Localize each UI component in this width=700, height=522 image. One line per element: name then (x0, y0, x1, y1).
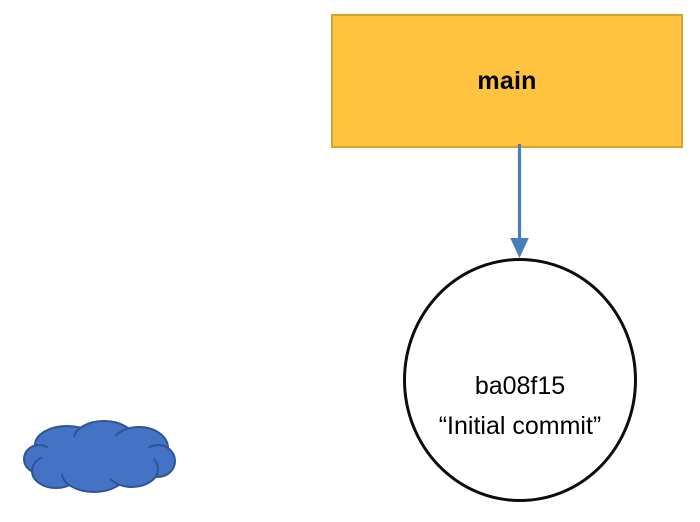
cloud-body (23, 420, 176, 493)
commit-node[interactable]: ba08f15 “Initial commit” (403, 258, 637, 502)
branch-to-commit-arrow-icon (510, 144, 529, 258)
arrow-head (510, 238, 529, 258)
commit-hash-text: ba08f15 (474, 372, 566, 400)
commit-message-text: “Initial commit” (438, 412, 602, 440)
branch-label-text: main (477, 66, 537, 95)
branch-label-box[interactable]: main (331, 14, 683, 148)
cloud-icon (23, 420, 176, 493)
